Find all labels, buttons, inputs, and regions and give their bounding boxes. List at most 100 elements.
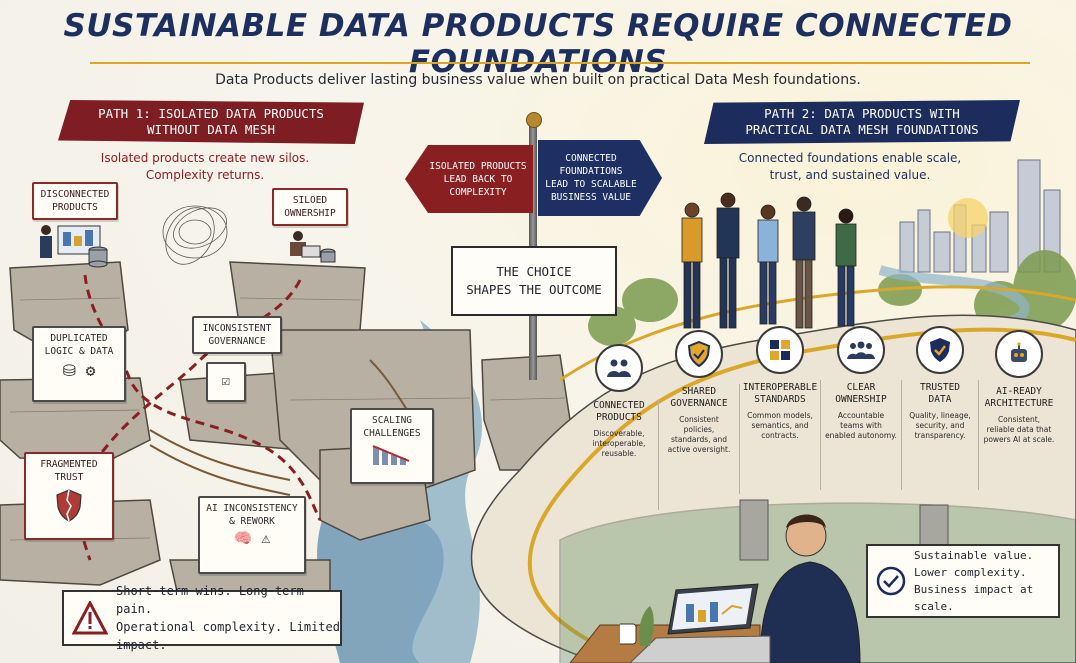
foundation-divider [739,384,740,494]
sign-text-line: Inconsistent [202,323,272,334]
choice-text-line: shapes the outcome [466,282,602,297]
foundation-desc: Common models, semantics, and contracts. [747,411,813,440]
brain-warning-icon: 🧠 ⚠ [233,529,271,547]
sign-disconnected-products: Disconnected Products [32,182,118,220]
foundation-title: InteroperableStandards [740,382,820,406]
page-subtitle: Data Products deliver lasting business v… [215,72,861,88]
sign-text-line: Siloed [292,195,328,206]
path2-tagline-line2: trust, and sustained value. [769,168,931,182]
foundation-divider [901,380,902,490]
path1-tagline-line1: Isolated products create new silos. [100,151,310,165]
sign-text-line: Fragmented [40,459,98,470]
broken-shield-icon [56,489,82,522]
path1-banner: Path 1: Isolated Data Products Without D… [58,100,364,144]
worker-laptop-illustration [290,231,336,263]
foundation-title-line: Data [928,394,952,405]
path1-summary-line1: Short-term wins. Long-term pain. [116,584,304,616]
robot-icon [995,330,1043,378]
path1-summary-box: Short-term wins. Long-term pain. Operati… [62,584,342,652]
foundation-desc: Consistent, reliable data that powers AI… [983,415,1055,444]
path2-banner-line1: Path 2: Data Products with [764,106,960,121]
foundation-title: AI-ReadyArchitecture [979,386,1059,410]
warning-triangle-icon [72,601,108,635]
signpost-cap [526,112,542,128]
arrow-text-line: business value [550,192,632,203]
foundation-ai-ready-architecture: AI-ReadyArchitecture Consistent, reliabl… [979,330,1059,445]
foundation-divider [978,380,979,490]
path2-summary-line3: Business impact at scale. [914,583,1034,613]
foundation-title-line: Governance [670,398,728,409]
database-icon [88,246,108,268]
foundation-desc: Discoverable, interoperable, reusable. [592,429,646,458]
sign-ai-inconsistency: AI Inconsistency & Rework 🧠 ⚠ [198,496,306,574]
sign-fragmented-trust: Fragmented Trust [24,452,114,540]
foundation-title-line: Interoperable [742,382,818,393]
arrow-text-line: Isolated products [429,160,527,172]
sign-text-line: Ownership [284,208,336,219]
arrow-sign-business-value: Connected foundations lead to scalable b… [538,140,662,216]
choice-sign: The choice shapes the outcome [451,246,617,316]
team-icon [837,326,885,374]
team-walking-illustration [681,192,857,329]
foundation-title-line: Clear [846,382,876,393]
sign-text-line: Logic & Data [44,346,114,357]
page-title: Sustainable Data Products Require Connec… [63,8,1013,80]
tangled-scribble [162,205,228,265]
sign-text-line: Duplicated [50,333,108,344]
foundation-title-line: Connected [593,400,645,411]
foundation-title-line: Products [596,412,642,423]
people-icon [595,344,643,392]
sign-text-line: Disconnected [40,189,110,200]
path2-banner-line2: Practical Data Mesh Foundations [745,122,979,137]
path2-summary-box: Sustainable value. Lower complexity. Bus… [866,544,1060,618]
arrow-text-line: complexity [449,186,507,198]
foundation-desc: Consistent policies, standards, and acti… [667,415,731,454]
sign-text-line: Challenges [363,428,421,439]
title-underline [90,62,1030,64]
declining-bars-icon [372,445,410,465]
path2-banner: Path 2: Data Products with Practical Dat… [704,100,1020,144]
sun-icon [948,198,988,238]
foundation-shared-governance: SharedGovernance Consistent policies, st… [659,330,739,455]
sign-text-line: Governance [208,336,266,347]
arrow-text-line: Connected foundations [559,153,623,177]
foundation-divider [820,380,821,490]
shield-icon [675,330,723,378]
foundation-title-line: AI-Ready [996,386,1042,397]
foundation-trusted-data: TrustedData Quality, lineage, security, … [902,326,978,441]
sign-duplicated-logic: Duplicated Logic & Data ⛁ ⚙ [32,326,126,402]
puzzle-icon [756,326,804,374]
arrow-text-line: lead back to [443,173,513,185]
path2-summary-line1: Sustainable value. [914,549,1034,562]
sign-inconsistent-governance: Inconsistent Governance [192,316,282,354]
path1-banner-line2: Without Data Mesh [147,122,275,137]
checklist-icon: ☑ [206,362,246,402]
database-gear-icon: ⛁ ⚙ [62,361,96,380]
arrow-text-line: lead to scalable [545,179,637,190]
sign-siloed-ownership: Siloed Ownership [272,188,348,226]
foundation-title: TrustedData [902,382,978,406]
plant-icon [638,606,654,646]
foundation-divider [658,400,659,510]
foundation-title-line: Standards [754,394,806,405]
arrow-sign-left-text: Isolated products lead back to complexit… [429,160,526,199]
sign-text-line: Scaling [371,415,413,426]
foundation-title-line: Ownership [835,394,887,405]
arrow-sign-complexity: Isolated products lead back to complexit… [405,145,533,213]
foundation-connected-products: ConnectedProducts Discoverable, interope… [580,344,658,459]
foundation-title: ClearOwnership [821,382,901,406]
check-circle-icon [876,566,906,596]
foundation-title: ConnectedProducts [580,400,658,424]
foundation-interoperable-standards: InteroperableStandards Common models, se… [740,326,820,441]
path2-summary-line2: Lower complexity. [914,566,1027,579]
foundation-title-line: Trusted [919,382,961,393]
path1-banner-line1: Path 1: Isolated Data Products [98,106,324,121]
foundation-clear-ownership: ClearOwnership Accountable teams with en… [821,326,901,441]
choice-text-line: The choice [496,264,572,279]
sign-text-line: Products [52,202,98,213]
foundations-row: ConnectedProducts Discoverable, interope… [580,326,1060,510]
path1-tagline-line2: Complexity returns. [145,168,265,182]
path2-tagline-line1: Connected foundations enable scale, [738,151,962,165]
foundation-desc: Accountable teams with enabled autonomy. [825,411,897,440]
